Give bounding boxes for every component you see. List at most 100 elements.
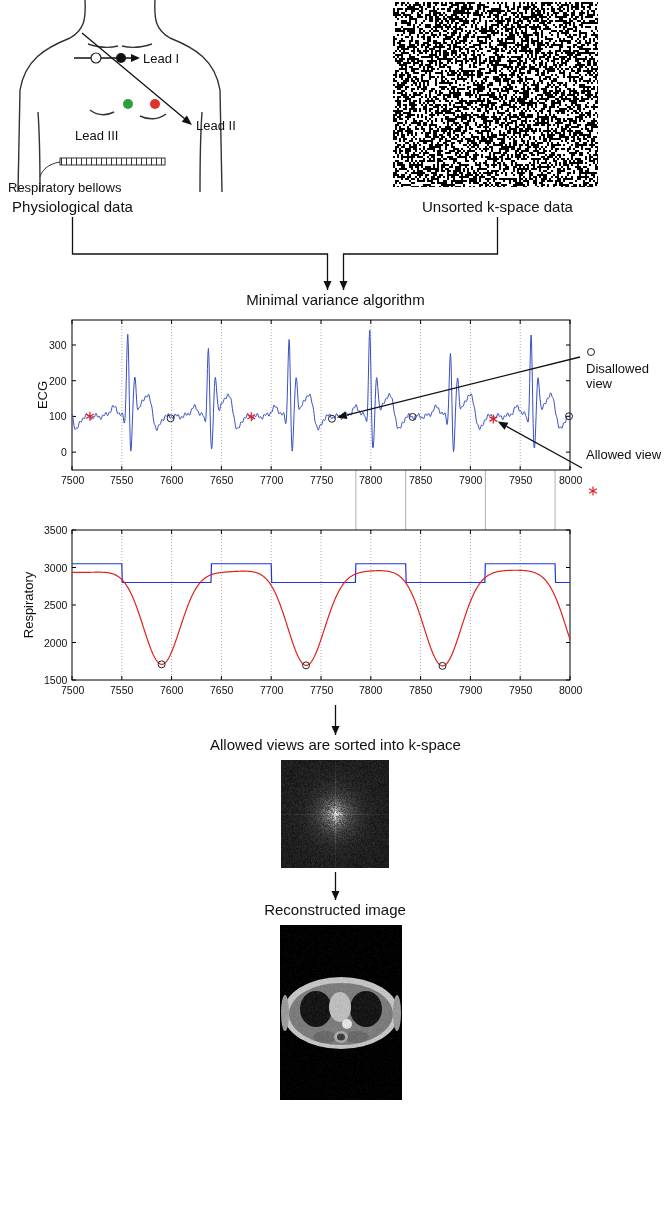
axis-tick [420,320,421,324]
allowed-view-marker [247,414,255,419]
axis-tick [470,530,471,534]
unsorted-kspace-image [393,2,598,187]
axis-tick [271,530,272,534]
respiratory-trace [72,570,570,666]
arrow-head [182,116,192,126]
axis-tick [470,676,471,680]
axis-tick [566,345,570,346]
axis-tick-label: 7750 [310,684,333,696]
grid-line [221,320,222,470]
axis-tick [420,530,421,534]
axis-tick [72,676,73,680]
axis-tick [72,320,73,324]
process-step: Physiological data [8,197,137,217]
axis-tick [570,676,571,680]
axis-tick [171,466,172,470]
grid-line [121,320,122,470]
axis-tick-label: 7600 [160,474,183,486]
axis-tick [121,466,122,470]
arrow-head [131,54,140,62]
axis-tick [520,466,521,470]
disallowed-view-marker [167,415,174,422]
gate-link-line [555,470,556,530]
flow-line [73,217,328,290]
gating-window-line [72,564,570,583]
axis-tick [570,466,571,470]
axis-ticks [72,320,570,680]
axis-tick [566,642,570,643]
axis-tick [72,567,76,568]
grid-line [520,320,521,470]
arrow-head [340,281,348,290]
axis-tick-label: 3500 [44,524,67,536]
axis-tick-label: 8000 [559,474,582,486]
axis-tick [470,466,471,470]
axis-tick [520,530,521,534]
axis-tick [370,466,371,470]
disallowed-view-marker [566,413,573,420]
axis-tick [566,452,570,453]
lead-arrow [82,33,185,119]
annotation-arrow [506,426,582,468]
axis-tick [72,452,76,453]
axis-tick-label: 7950 [509,474,532,486]
axis-tick-label: 200 [49,375,67,387]
axis-tick-label: 7800 [359,684,382,696]
axis-tick [520,676,521,680]
axis-tick-label: 7600 [160,684,183,696]
axis-tick-label: 7500 [61,474,84,486]
axis-tick-label: 7750 [310,474,333,486]
axis-tick [72,530,73,534]
electrode [116,53,126,63]
axis-tick [520,320,521,324]
electrode [91,53,101,63]
axis-tick-label: 100 [49,410,67,422]
grid-line [121,530,122,680]
flow-line [344,217,498,290]
axis-tick-label: 7850 [409,474,432,486]
annotation-arrows [337,357,582,468]
grid-line [321,530,322,680]
disallowed-view-marker [588,349,595,356]
axis-tick [570,320,571,324]
axis-tick-label: 300 [49,339,67,351]
allowed-view-marker [489,417,497,422]
axis-tick-label: 7800 [359,474,382,486]
axis-tick-label: 2000 [44,637,67,649]
bellows-hatch [61,158,164,165]
axis-tick [121,320,122,324]
axis-tick-label: 7900 [459,684,482,696]
axis-tick [321,676,322,680]
axis-tick-label: 0 [61,446,67,458]
axis-tick [566,605,570,606]
disallowed-view-marker [328,415,335,422]
step-label: Reconstructed image [260,900,410,920]
axis-tick [271,320,272,324]
step-label: Allowed views are sorted into k-space [206,735,465,755]
annotation-arrow [347,357,580,415]
axis-tick [321,466,322,470]
axis-tick [171,320,172,324]
grid-line [171,530,172,680]
plot-grid [122,320,555,680]
flow-arrow [332,872,340,900]
electrode [123,99,133,109]
disallowed-view-marker [303,662,310,669]
grid-line [221,530,222,680]
gate-link-line [355,470,356,530]
axis-tick [271,676,272,680]
chest-line [90,110,114,115]
annotation-label: Disallowed view [586,361,664,391]
annotation-label: Lead II [196,118,236,133]
axis-tick-label: 7700 [260,684,283,696]
axis-tick [221,320,222,324]
clavicle-line [88,44,118,47]
flow-arrow [332,705,340,735]
axis-tick-label: 8000 [559,684,582,696]
axis-tick [420,676,421,680]
sorted-kspace-image [281,760,389,868]
step-label: Physiological data [8,197,137,217]
arrow-head [332,891,340,900]
chest-line [140,114,166,119]
axis-tick [72,466,73,470]
